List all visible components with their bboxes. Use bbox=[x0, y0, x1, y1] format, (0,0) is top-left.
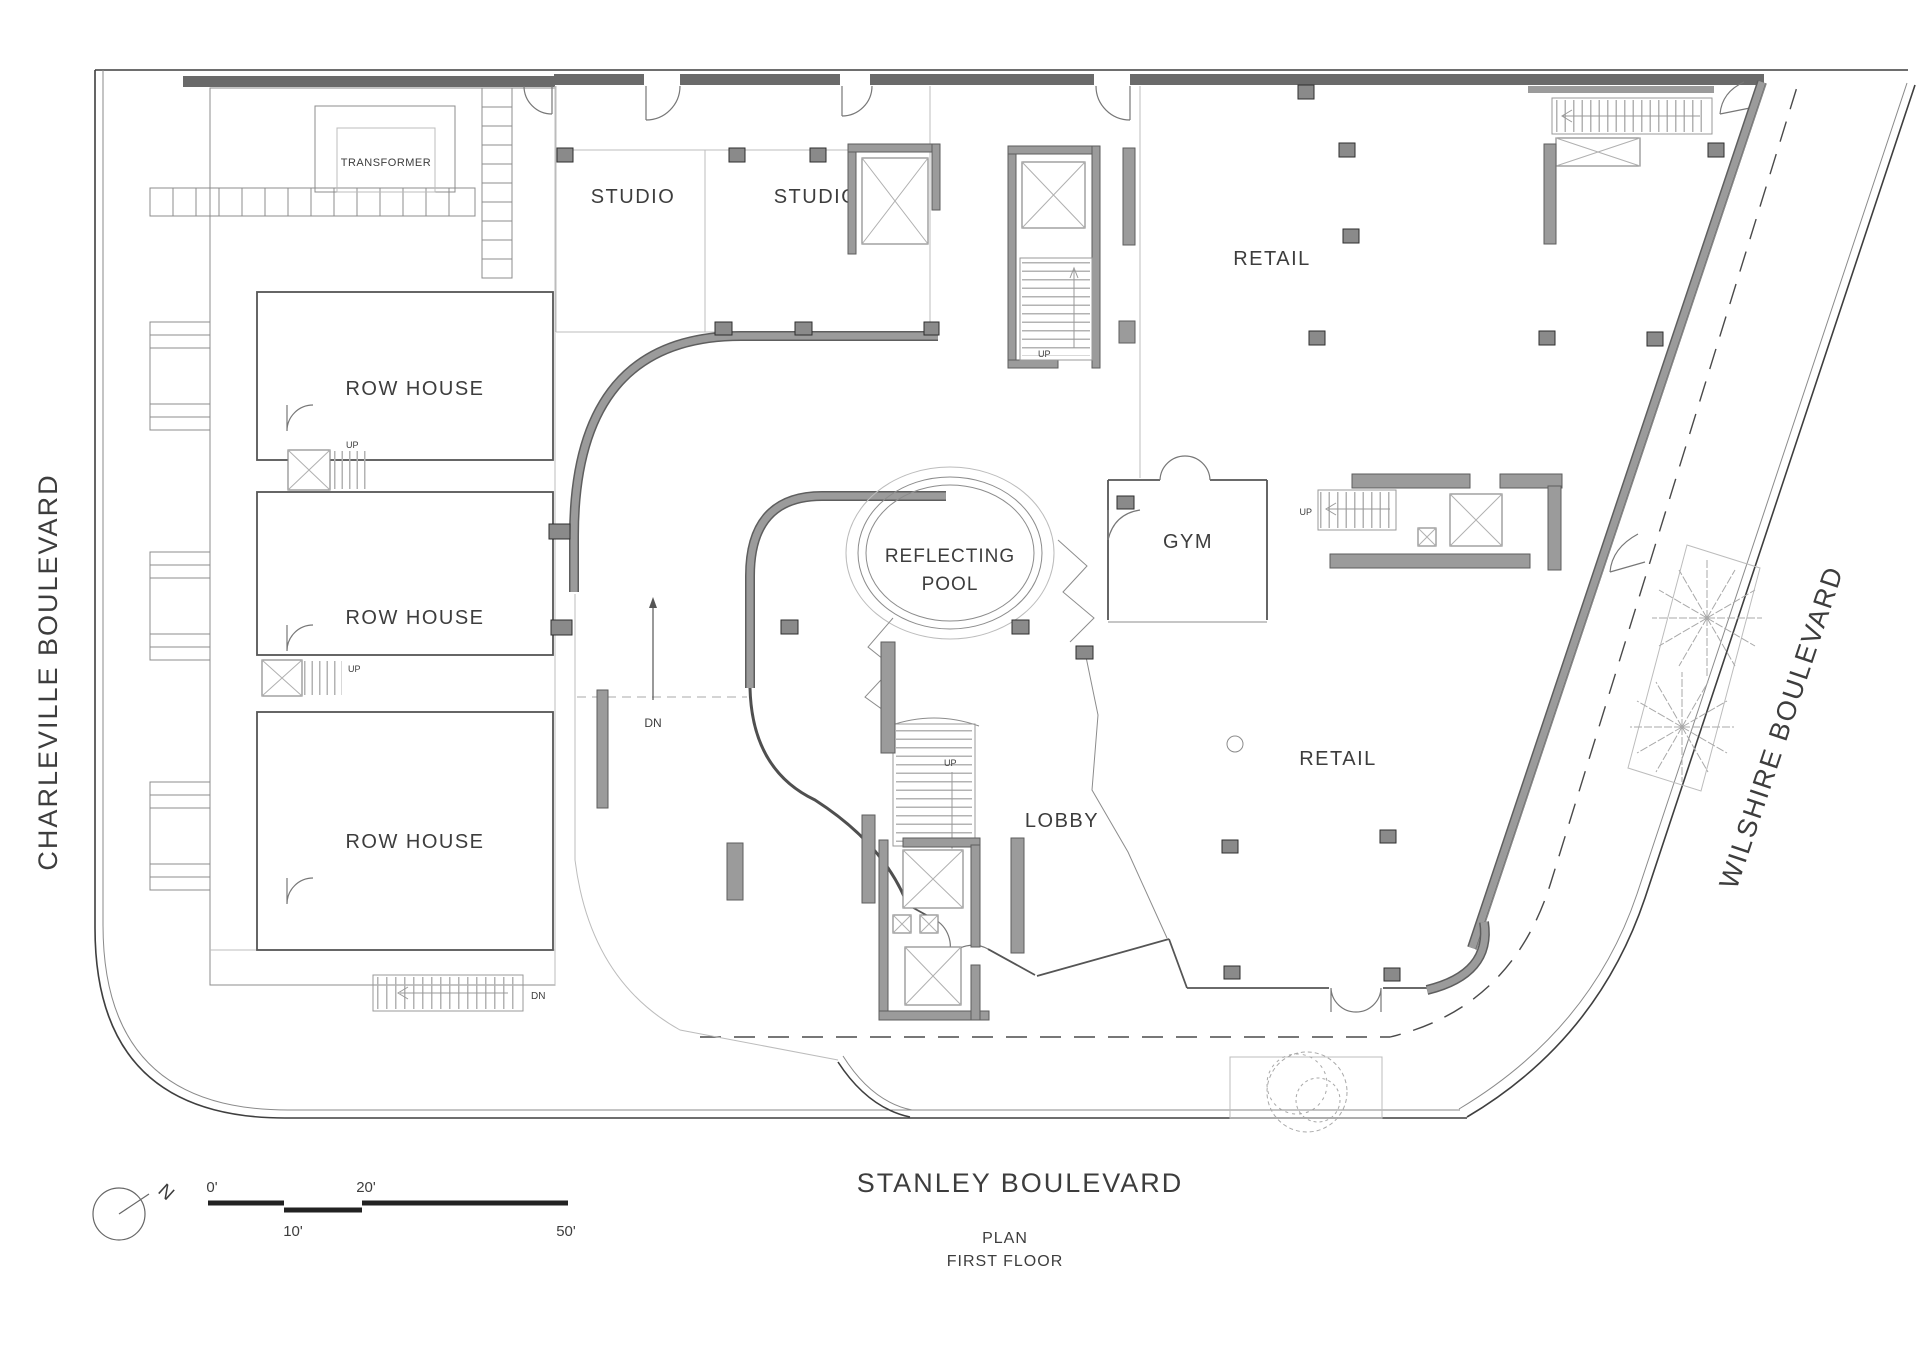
landscape bbox=[1229, 544, 1762, 1133]
palm-tree-2 bbox=[1630, 672, 1734, 782]
lobby: UP LOBBY bbox=[726, 641, 1188, 1021]
stair-label-up-rowhouse-2: UP bbox=[348, 664, 361, 674]
street-lines bbox=[94, 69, 1916, 1119]
window-bays-west bbox=[149, 321, 211, 891]
retail-top: RETAIL bbox=[1139, 81, 1751, 478]
room-label-row-house-1: ROW HOUSE bbox=[345, 378, 484, 400]
scale-tick-10: 10' bbox=[283, 1223, 303, 1240]
room-label-lobby: LOBBY bbox=[1025, 810, 1099, 832]
columns bbox=[548, 84, 1725, 982]
reflecting-pool: REFLECTING POOL bbox=[845, 466, 1095, 716]
studios: STUDIO STUDIO bbox=[554, 72, 1764, 336]
room-label-row-house-3: ROW HOUSE bbox=[345, 831, 484, 853]
street-label-charleville: CHARLEVILLE BOULEVARD bbox=[33, 473, 63, 870]
title-first-floor: FIRST FLOOR bbox=[947, 1253, 1064, 1270]
room-label-transformer: TRANSFORMER bbox=[341, 157, 431, 169]
left-parcel: TRANSFORMER ROW HOUSE ROW HOUSE ROW HOUS… bbox=[149, 76, 556, 1012]
room-label-gym: GYM bbox=[1163, 531, 1213, 553]
tree-planter bbox=[1229, 1056, 1383, 1119]
palm-planter bbox=[1627, 544, 1761, 792]
stair-down-to-street: DN bbox=[372, 974, 545, 1012]
row-house-stair-1: UP bbox=[287, 440, 370, 491]
scale-tick-50: 50' bbox=[556, 1223, 576, 1240]
room-label-pool: POOL bbox=[922, 574, 979, 595]
core-b-stair-elevator: UP bbox=[1007, 145, 1136, 369]
north-arrow-label: N bbox=[154, 1180, 178, 1205]
courtyard-curved-walls: DN bbox=[569, 331, 946, 1061]
title-plan: PLAN bbox=[982, 1230, 1028, 1247]
room-label-studio-2: STUDIO bbox=[774, 186, 859, 208]
room-label-row-house-2: ROW HOUSE bbox=[345, 607, 484, 629]
paver-strip-vertical bbox=[481, 87, 513, 279]
room-label-reflecting: REFLECTING bbox=[885, 546, 1015, 567]
room-label-retail-top: RETAIL bbox=[1233, 248, 1311, 270]
street-label-stanley: STANLEY BOULEVARD bbox=[857, 1168, 1184, 1198]
property-line-dashed bbox=[700, 86, 1798, 1038]
core-a bbox=[847, 143, 941, 255]
room-label-retail-bottom: RETAIL bbox=[1299, 748, 1377, 770]
core-gym: UP bbox=[1299, 473, 1563, 571]
row-houses: ROW HOUSE ROW HOUSE ROW HOUSE bbox=[256, 291, 554, 951]
street-tree bbox=[1266, 1051, 1348, 1133]
north-wall-main bbox=[554, 74, 1764, 85]
ramp-label-dn: DN bbox=[644, 716, 661, 730]
north-arrow: N bbox=[92, 1180, 178, 1241]
east-facade-diagonal bbox=[1467, 80, 1767, 951]
scale-tick-20: 20' bbox=[356, 1179, 376, 1196]
scale-tick-0: 0' bbox=[206, 1179, 217, 1196]
stair-label-up-lobby: UP bbox=[944, 758, 957, 768]
palm-tree-1 bbox=[1652, 560, 1762, 676]
north-wall-left-parcel bbox=[183, 76, 555, 87]
round-column bbox=[1226, 735, 1244, 753]
stair-label-dn-street: DN bbox=[531, 991, 545, 1002]
room-label-studio-1: STUDIO bbox=[591, 186, 676, 208]
scale-bar: 0' 10' 20' 50' bbox=[206, 1179, 576, 1240]
gym: GYM bbox=[1107, 455, 1268, 623]
transformer-room: TRANSFORMER bbox=[314, 105, 456, 193]
stair-label-up-rowhouse-1: UP bbox=[346, 440, 359, 450]
paver-strip-top bbox=[149, 187, 476, 217]
stair-label-up-gym-core: UP bbox=[1299, 507, 1312, 517]
retail-bottom: RETAIL bbox=[1187, 735, 1490, 1013]
stair-label-up-core: UP bbox=[1038, 349, 1051, 359]
row-house-stair-2: UP bbox=[261, 659, 361, 697]
